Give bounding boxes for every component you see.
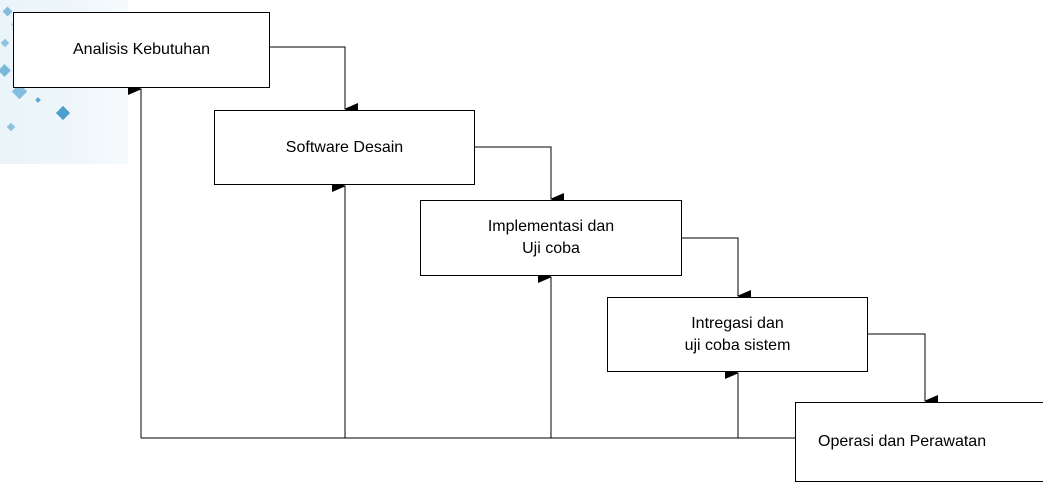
step-label: Software Desain [285, 138, 404, 156]
step-label: Implementasi dan Uji coba [487, 218, 615, 257]
forward-flow-arrows [270, 46, 938, 407]
arrow-analisis-to-desain [270, 46, 358, 115]
feedback-loop-arrows [128, 83, 795, 439]
step-box-analisis-kebutuhan: Analisis Kebutuhan [13, 12, 270, 88]
arrow-implementasi-to-integrasi [682, 237, 751, 302]
waterfall-connectors [128, 46, 938, 439]
step-box-implementasi: Implementasi dan Uji coba [420, 200, 682, 276]
step-box-operasi-perawatan: Operasi dan Perawatan [795, 402, 1043, 482]
step-box-integrasi: Intregasi dan uji coba sistem [607, 297, 868, 372]
step-box-software-desain: Software Desain [214, 110, 475, 185]
arrow-integrasi-to-operasi [868, 333, 938, 407]
step-label: Analisis Kebutuhan [73, 41, 210, 58]
arrow-desain-to-implementasi [475, 146, 564, 205]
step-label: Intregasi dan uji coba sistem [684, 314, 791, 354]
step-label: Operasi dan Perawatan [818, 433, 987, 450]
